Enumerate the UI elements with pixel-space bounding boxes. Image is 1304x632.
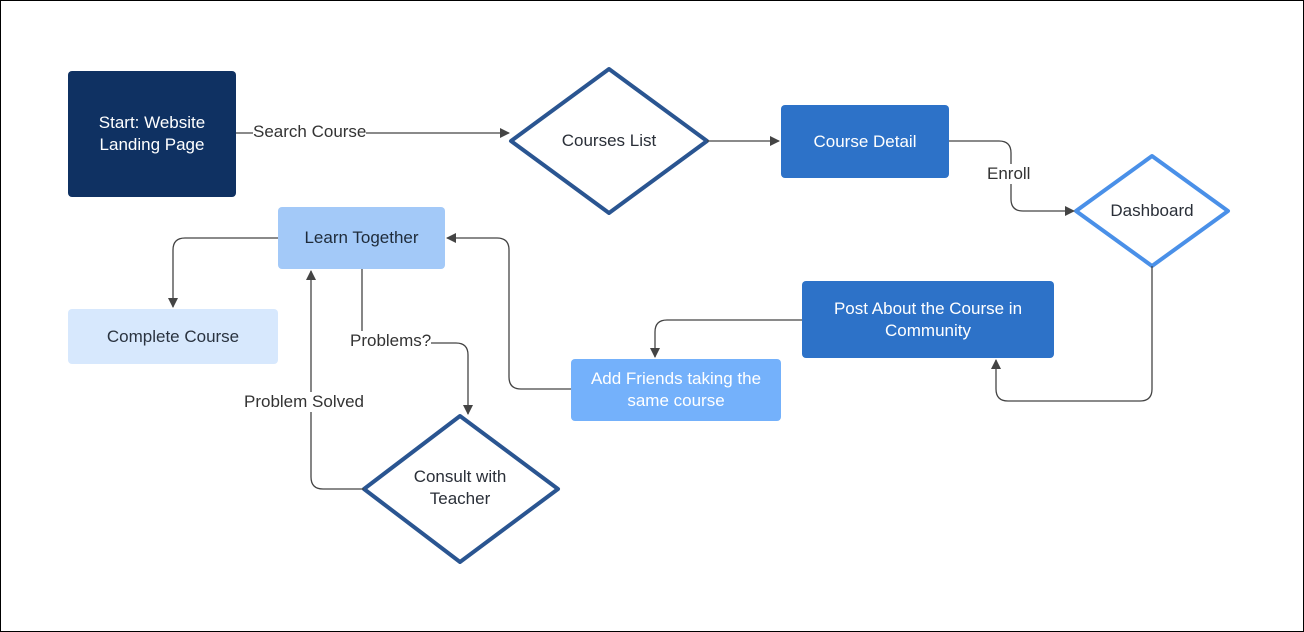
edge-label-search-course: Search Course — [253, 122, 367, 142]
course-detail-node: Course Detail — [781, 105, 949, 178]
consult-teacher-diamond — [362, 414, 560, 564]
learn-together-node: Learn Together — [278, 207, 445, 269]
complete-course-label: Complete Course — [106, 326, 240, 346]
complete-course-node: Complete Course — [68, 309, 278, 364]
post-community-label: Post About the Course in Community — [833, 298, 1023, 340]
learn-together-label: Learn Together — [304, 228, 419, 247]
dashboard-label: Dashboard — [1110, 201, 1194, 220]
start-node: Start: Website Landing Page — [68, 71, 236, 197]
consult-teacher-label: Consult with Teacher — [413, 467, 507, 508]
start-node-label: Start: Website Landing Page — [98, 113, 206, 154]
add-friends-label: Add Friends taking the same course — [590, 369, 762, 410]
edge-learn-to-complete — [168, 237, 278, 308]
courses-list-label: Courses List — [561, 131, 657, 150]
courses-list-diamond — [509, 67, 709, 215]
course-detail-label: Course Detail — [813, 131, 917, 151]
edge-label-problem-solved: Problem Solved — [244, 392, 365, 412]
edge-label-enroll: Enroll — [987, 164, 1031, 184]
edge-dashboard-to-post — [991, 266, 1153, 402]
edge-post-to-friends — [650, 319, 802, 358]
edge-consult-to-learn — [306, 270, 364, 490]
add-friends-node: Add Friends taking the same course — [571, 359, 781, 421]
post-community-node: Post About the Course in Community — [802, 281, 1054, 358]
edge-friends-to-learn — [446, 233, 571, 390]
edge-label-problems: Problems? — [350, 331, 432, 351]
